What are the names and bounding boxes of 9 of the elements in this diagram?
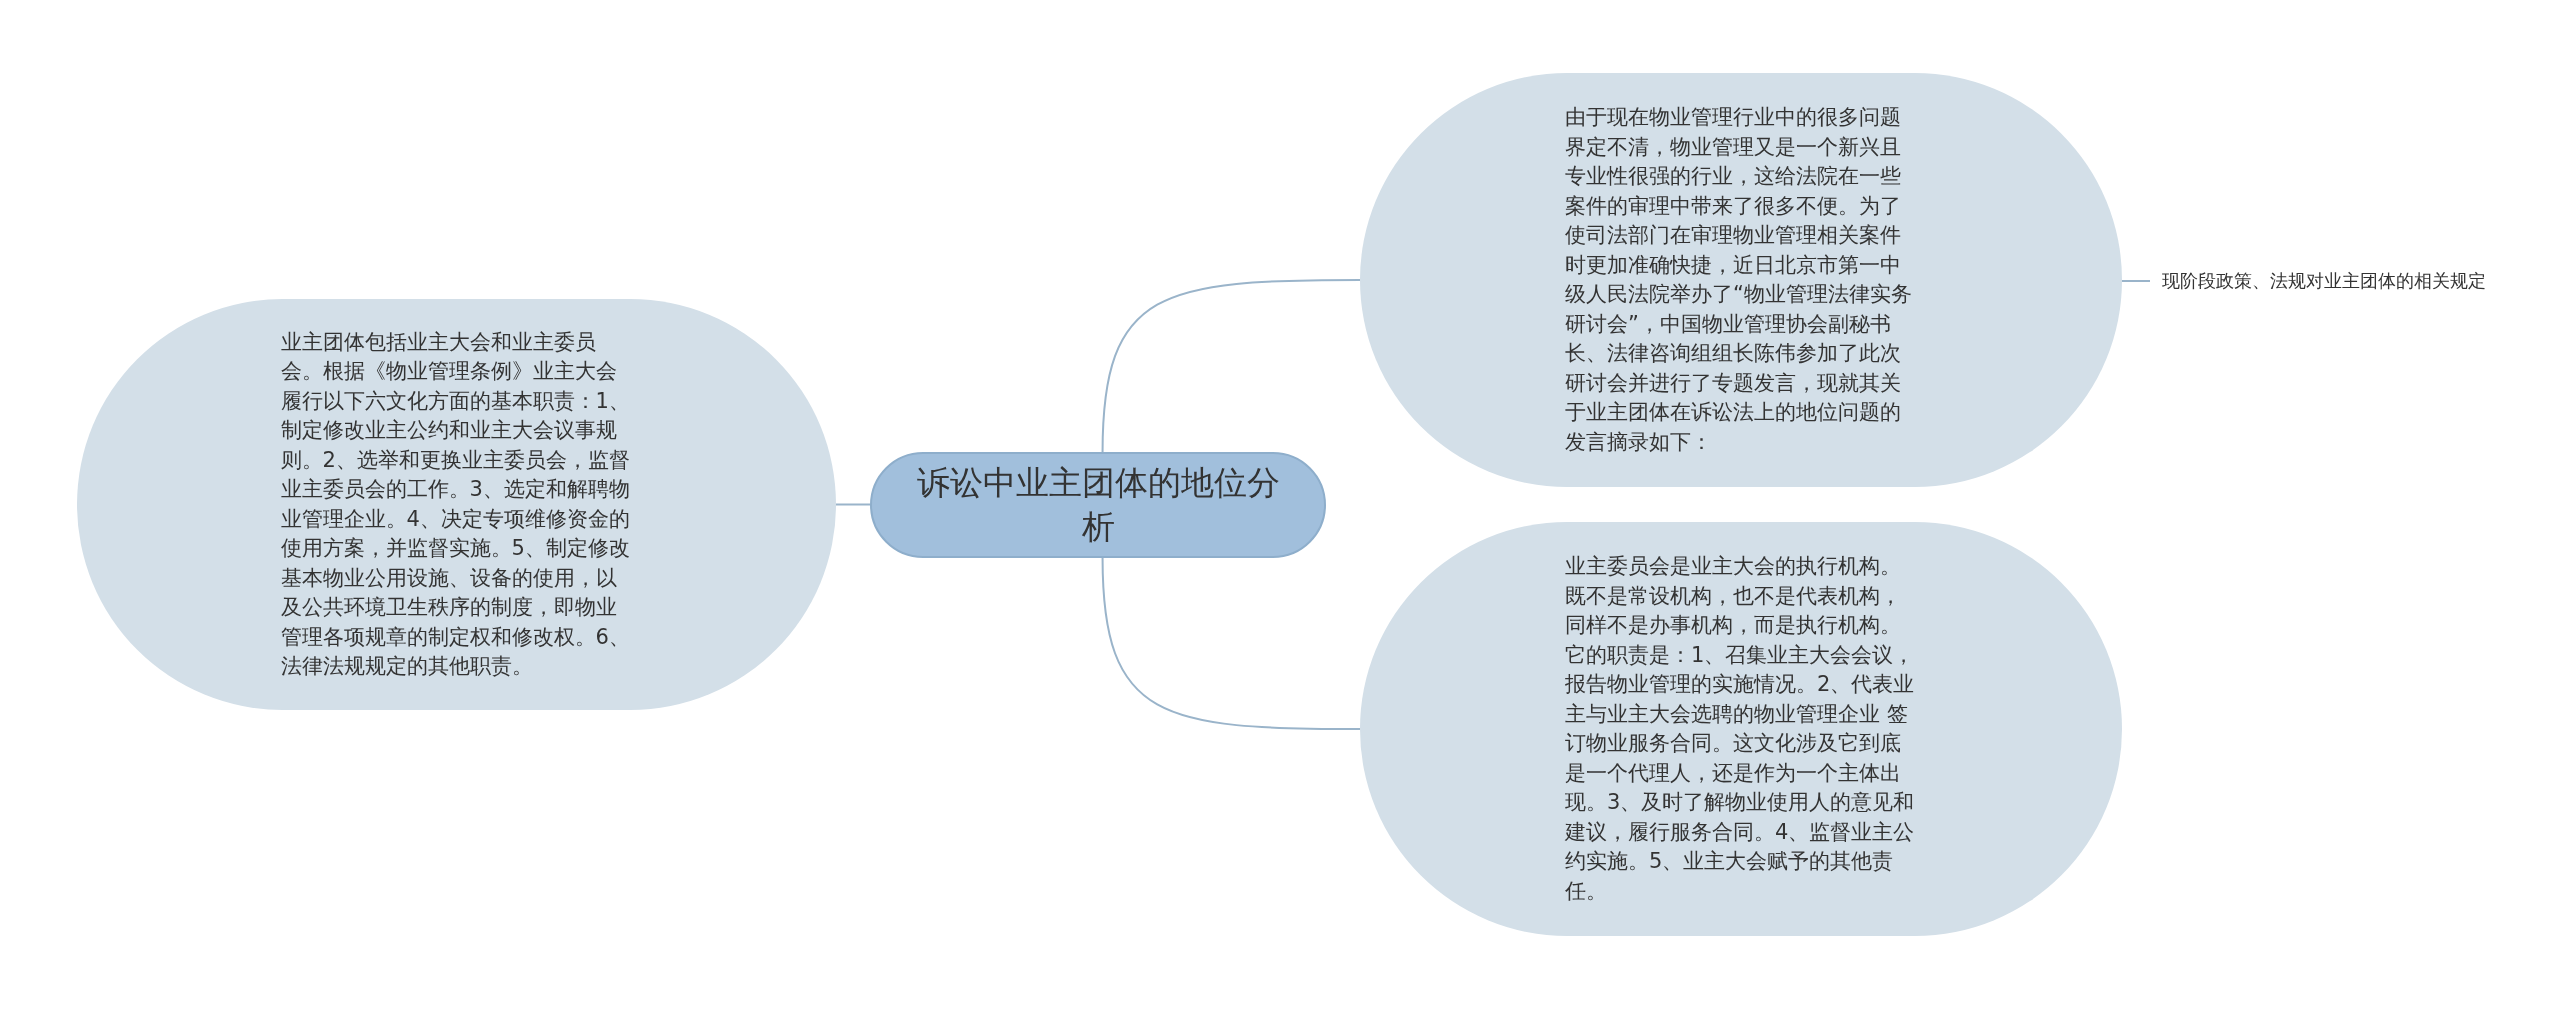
connector-line — [2121, 280, 2151, 282]
paragraph: 业主委员会是业主大会的执行机构。既不是常设机构，也不是代表机构，同样不是办事机构，而是执行机构。它的职责是：1、召集业主大会会议，报告物业管理的实施情况。2、代表业主与业主大会选聘的物业管理企业 签订物业服务合同。这文化涉及它到底是一个代理人，还是作为一个主体出现。3、及时了解物业使用人的意见和建议，履行服务合同。4、监督业主公约实施。5、业主大会赋予的其他责任。 — [1565, 553, 1916, 905]
branch-label: 现阶段政策、法规对业主团体的相关规定 — [2162, 266, 2492, 296]
connector-line — [1101, 557, 1361, 730]
paragraph: 由于现在物业管理行业中的很多问题界定不清，物业管理又是一个新兴且专业性很强的行业，这给法院在一些案件的审理中带来了很多不便。为了使司法部门在审理物业管理相关案件时更加准确快捷，近日北京市第一中级人民法院举办了“物业管理法律实务研讨会”，中国物业管理协会副秘书长、法律咨询组组长陈伟参加了此次研讨会并进行了专题发言，现就其关于业主团体在诉讼法上的地位问题的发言摘录如下： — [1565, 104, 1913, 456]
paragraph: 业主团体包括业主大会和业主委员会。根据《物业管理条例》业主大会履行以下六文化方面的基本职责：1、制定修改业主公约和业主大会议事规则。2、选举和更换业主委员会，监督业主委员会的工作。3、选定和解聘物业管理企业。4、决定专项维修资金的使用方案，并监督实施。5、制定修改基本物业公用设施、设备的使用，以及公共环境卫生秩序的制度，即物业管理各项规章的制定权和修改权。6、法律法规规定的其他职责。 — [280, 328, 631, 680]
connector-line — [835, 503, 871, 506]
central-topic: 诉讼中业主团体的地位分析 — [870, 452, 1326, 558]
connector-line — [1101, 279, 1361, 453]
